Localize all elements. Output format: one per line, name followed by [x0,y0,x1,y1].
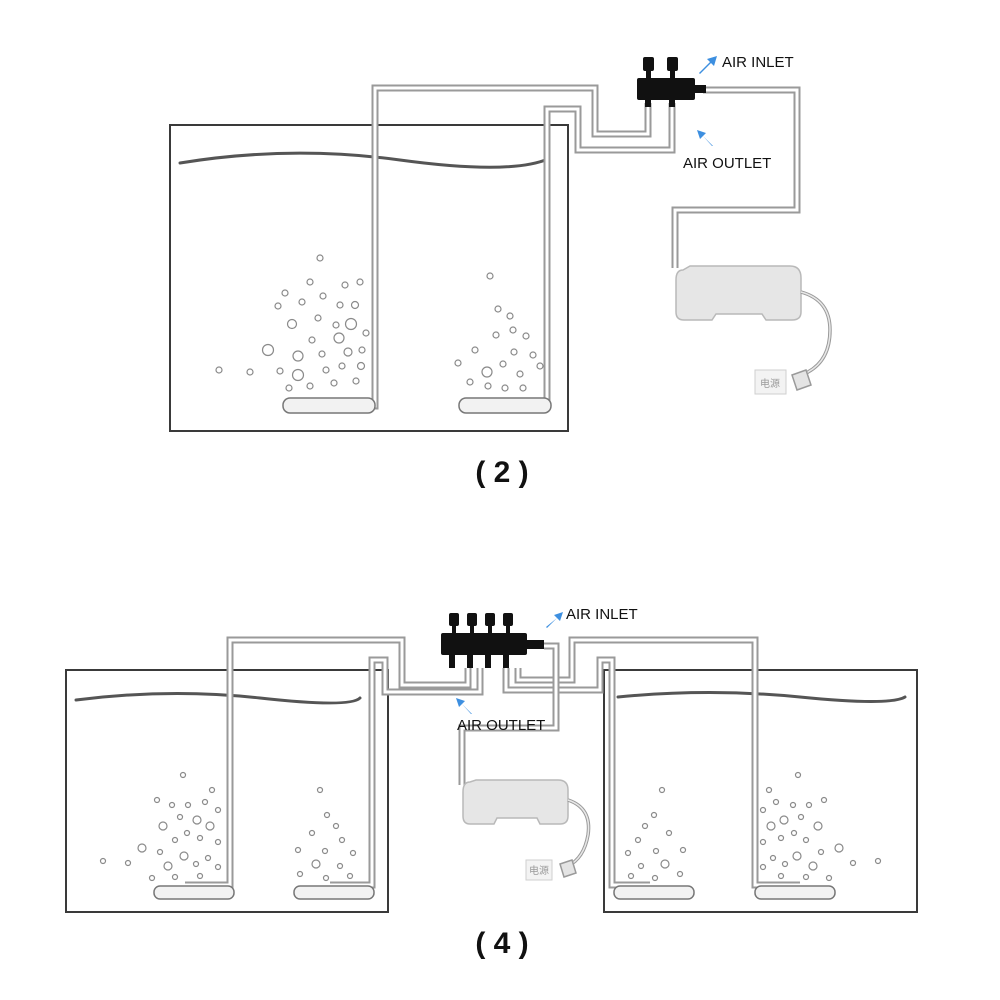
air-stone [153,885,235,900]
air-stone [282,397,376,414]
power-label: 电源 [529,864,549,877]
air-outlet-arrow-icon [456,698,472,714]
air-stone [458,397,552,414]
air-tube-right-tank-far [514,636,800,889]
air-bubbles [99,771,222,882]
air-outlet-label: AIR OUTLET [457,717,545,734]
air-stone [293,885,375,900]
air-bubbles [624,786,687,882]
power-plug-icon [791,369,812,391]
aquarium-tank [169,124,569,432]
air-bubbles [294,786,357,882]
diagram-four-outlet: AIR INLET AIR OUTLET 电源 ( 4 ) [65,606,918,960]
air-bubbles [454,272,544,392]
air-outlet-label: AIR OUTLET [683,155,771,172]
air-tube-left-tank-near [330,656,484,889]
power-label-box [525,859,553,881]
air-tube-pump [671,86,801,268]
air-pump: 电源 [462,779,591,881]
air-stone [613,885,695,900]
figure-caption: ( 2 ) [475,456,528,489]
aquarium-tank-right [603,669,918,913]
power-plug-icon [559,859,577,878]
water-surface [74,691,362,705]
figure-caption: ( 4 ) [475,927,528,960]
air-tube-left-tank-far [185,636,472,889]
air-pump: 电源 [675,265,832,395]
water-surface [178,151,550,169]
air-inlet-arrow-icon [546,612,563,628]
air-inlet-label: AIR INLET [566,606,638,623]
water-surface [616,691,907,703]
diagram-two-outlet: AIR INLET AIR OUTLET 电源 ( 2 ) [169,54,832,489]
air-outlet-arrow-icon [697,130,713,146]
air-stone [754,885,836,900]
air-inlet-label: AIR INLET [722,54,794,71]
power-label-box [754,369,787,395]
air-inlet-arrow-icon [699,56,717,74]
air-bubbles [759,771,882,882]
power-label: 电源 [760,377,780,390]
two-way-valve-icon [637,57,706,107]
air-tube-right-tank-near [502,656,650,889]
four-way-valve-icon [441,613,544,668]
air-tube-pump [458,642,560,785]
air-bubbles [215,254,370,392]
